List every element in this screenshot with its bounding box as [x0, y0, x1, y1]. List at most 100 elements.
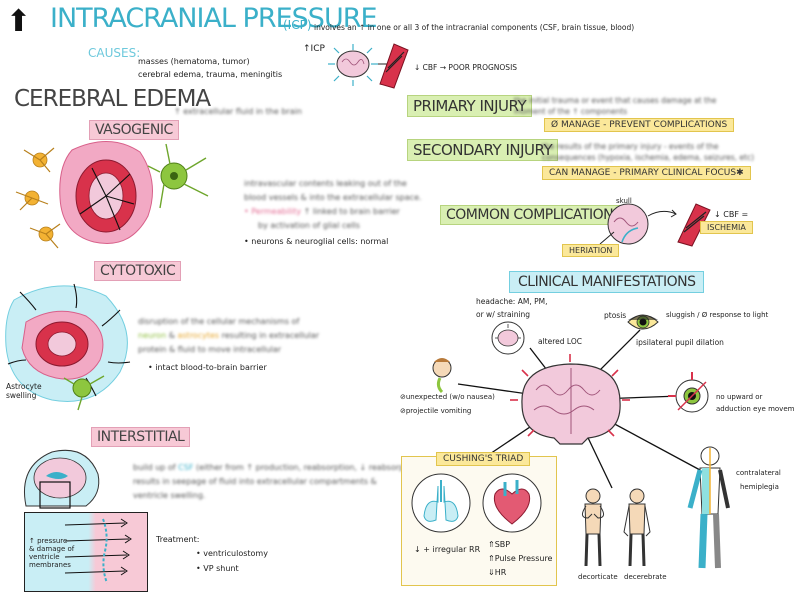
causes-label: CAUSES: [88, 46, 141, 60]
decorticate-label: decorticate [578, 573, 618, 581]
complications-arrow [647, 209, 677, 218]
page-title: INTRACRANIAL PRESSURE [50, 3, 378, 34]
cytotoxic-text-3: protein & fluid to move intracellular [138, 345, 282, 354]
primary-injury-label: PRIMARY INJURY [407, 95, 533, 117]
cytotoxic-neuron: neuron [138, 331, 167, 340]
headache-text-2: or w/ straining [476, 310, 531, 319]
cytotoxic-illustration [5, 283, 131, 411]
astrocyte-label-line-1: Astrocyte [6, 382, 42, 391]
interstitial-text-2: results in seepage of fluid into extrace… [133, 477, 377, 486]
cytotoxic-and: & [168, 331, 175, 340]
decerebrate-figure [623, 488, 651, 567]
contralateral-text-2: hemiplegia [740, 483, 779, 491]
interstitial-text-3: ventricle swelling. [133, 491, 206, 500]
vomit-text-1: ⊘unexpected (w/o nausea) [400, 393, 495, 401]
secondary-injury-label: SECONDARY INJURY [407, 139, 559, 161]
inset-text-1: ↑ pressure [29, 537, 68, 545]
interstitial-label: INTERSTITIAL [91, 427, 191, 447]
cytotoxic-label: CYTOTOXIC [94, 261, 182, 281]
cytotoxic-text-4: • intact blood-to-brain barrier [148, 363, 267, 372]
vomit-text-2: ⊘projectile vomiting [400, 407, 472, 415]
cbf-label: ↓ CBF = [714, 210, 749, 219]
headache-text-1: headache: AM, PM, [476, 297, 548, 306]
vasogenic-text-3: • Permeability ↑ linked to brain barrier [244, 206, 400, 217]
interstitial-text-1: build up of CSF (either from ↑ productio… [133, 462, 423, 473]
vasogenic-text-5: • neurons & neuroglial cells: normal [244, 237, 389, 246]
altered-loc: altered LOC [538, 337, 582, 346]
lungs-icon [411, 473, 471, 533]
vasogenic-text-1: intravascular contents leaking out of th… [244, 179, 407, 188]
secondary-injury-desc-1: the results of the primary injury - even… [542, 142, 719, 151]
inset-text-3: ventricle [29, 553, 60, 561]
herniation-pointer [599, 231, 615, 245]
secondary-manage-box: CAN MANAGE - PRIMARY CLINICAL FOCUS✱ [542, 166, 751, 180]
decorticate-figure [582, 488, 604, 567]
icp-definition: involves an ↑ in one or all 3 of the int… [314, 23, 635, 32]
cerebral-edema-note: ↑ extracellular fluid in the brain [174, 107, 302, 116]
page-title-abbr: (ICP) [283, 18, 312, 32]
eye-movement-icon [668, 372, 709, 413]
primary-injury-desc-2: moment of the ↑ components [514, 107, 628, 116]
interstitial-head-illustration [24, 449, 100, 509]
hemiplegia-figure [687, 446, 730, 569]
icp-label: ↑ICP [303, 44, 325, 54]
common-complications-label: COMMON COMPLICATIONS [440, 205, 628, 225]
decerebrate-label: decerebrate [624, 573, 667, 581]
cytotoxic-text-2: neuron & astrocytes resulting in extrace… [138, 330, 319, 341]
interstitial-csf: CSF [178, 463, 194, 472]
cytotoxic-resulting: resulting in extracellular [221, 331, 320, 340]
eye-movement-text-2: adduction eye movement [716, 405, 794, 413]
causes-line-2: cerebral edema, trauma, meningitis [138, 70, 283, 79]
vomiting-person-icon [432, 358, 452, 394]
inset-text-4: membranes [29, 561, 71, 569]
cbf-prognosis: ↓ CBF → POOR PROGNOSIS [414, 63, 518, 72]
vasogenic-permeability: • Permeability [244, 207, 302, 216]
pupil-dilation: ipsilateral pupil dilation [636, 338, 724, 347]
cerebral-edema-heading: CEREBRAL EDEMA [14, 86, 211, 112]
secondary-injury-desc-2: consequences (hypoxia, ischemia, edema, … [542, 153, 755, 162]
inset-text-2: & damage of [29, 545, 75, 553]
cytotoxic-text-1: disruption of the cellular mechanisms of [138, 317, 300, 326]
cytotoxic-astrocytes: astrocytes [177, 331, 220, 340]
cushings-triad-label: CUSHING'S TRIAD [436, 452, 531, 466]
cushings-hr: ⇓HR [488, 568, 507, 577]
herniation-brain-illustration [607, 203, 649, 245]
cushings-sbp: ⇑SBP [488, 540, 511, 549]
ischemia-box: ISCHEMIA [700, 221, 753, 234]
contralateral-text-1: contralateral [736, 469, 781, 477]
interstitial-cause: (either from ↑ production, reabsorption,… [195, 463, 423, 472]
primary-manage-box: Ø MANAGE - PREVENT COMPLICATIONS [544, 118, 735, 132]
ischemia-vessel-icon [677, 203, 711, 247]
vasogenic-text-2: blood vessels & into the extracellular s… [244, 193, 422, 202]
pupil-response: sluggish / Ø response to light [666, 311, 769, 319]
icp-brain-illustration [328, 44, 378, 86]
cushings-rr: ↓ + irregular RR [414, 545, 481, 554]
treatment-2: • VP shunt [196, 564, 239, 573]
primary-injury-desc-1: the initial trauma or event that causes … [514, 96, 717, 105]
headache-brain-icon [491, 321, 525, 355]
eye-movement-text-1: no upward or [716, 393, 763, 401]
skull-label: skull [616, 197, 632, 205]
heart-icon [482, 473, 542, 533]
interstitial-inset: ↑ pressure & damage of ventricle membran… [24, 512, 148, 592]
astrocyte-label: Astrocyte swelling [6, 382, 42, 400]
astrocyte-label-line-2: swelling [6, 391, 37, 400]
treatment-1: • ventriculostomy [196, 549, 268, 558]
vasogenic-text-4: by activation of glial cells [258, 221, 360, 230]
herniation-box: HERIATION [562, 244, 620, 257]
treatment-label: Treatment: [156, 535, 200, 544]
title-up-arrow: ⬆ [6, 4, 32, 39]
ptosis-label: ptosis [604, 311, 627, 320]
cushings-pulse-pressure: ⇑Pulse Pressure [488, 554, 553, 563]
clinical-manifestations-label: CLINICAL MANIFESTATIONS [509, 271, 705, 293]
inset-arrows [64, 518, 132, 584]
central-brain-illustration [510, 354, 630, 445]
inset-text: ↑ pressure & damage of ventricle membran… [29, 537, 74, 569]
vasogenic-illustration [15, 141, 209, 249]
interstitial-buildup: build up of [133, 463, 176, 472]
causes-line-1: masses (hematoma, tumor) [138, 57, 250, 66]
vasogenic-barrier: ↑ linked to brain barrier [303, 207, 400, 216]
blood-vessel-icon [379, 43, 409, 89]
vasogenic-label: VASOGENIC [89, 120, 179, 140]
